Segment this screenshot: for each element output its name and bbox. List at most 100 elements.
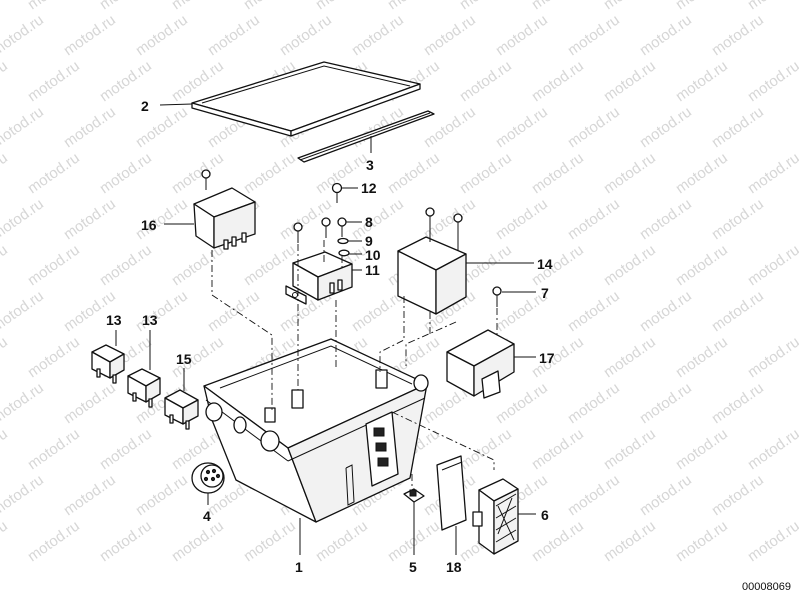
watermark-text: motod.ru (0, 379, 47, 427)
callout-16: 16 (141, 217, 157, 233)
watermark-text: motod.ru (0, 195, 47, 243)
watermark-text: motod.ru (709, 103, 767, 151)
watermark-text: motod.ru (0, 11, 47, 59)
callout-14: 14 (537, 256, 553, 272)
watermark-text: motod.ru (61, 195, 119, 243)
watermark-text: motod.ru (0, 471, 47, 519)
watermark-text: motod.ru (493, 103, 551, 151)
watermark-text: motod.ru (745, 57, 799, 105)
watermark-text: motod.ru (565, 379, 623, 427)
callout-15: 15 (176, 351, 192, 367)
watermark-text: motod.ru (529, 425, 587, 473)
watermark-text: motod.ru (385, 149, 443, 197)
part-relay-13b (127, 368, 161, 408)
watermark-text: motod.ru (241, 517, 299, 565)
part-fuse-card-18 (436, 455, 467, 531)
watermark-text: motod.ru (745, 425, 799, 473)
part-connector-4 (191, 462, 225, 494)
watermark-text: motod.ru (493, 379, 551, 427)
watermark-text: motod.ru (673, 57, 731, 105)
part-seal-strip (297, 110, 435, 163)
watermark-text: motod.ru (637, 11, 695, 59)
watermark-text: motod.ru (0, 241, 11, 289)
watermark-text: motod.ru (97, 425, 155, 473)
drawing-number: 00008069 (742, 581, 791, 593)
watermark-text: motod.ru (457, 0, 515, 13)
watermark-text: motod.ru (25, 333, 83, 381)
watermark-text: motod.ru (61, 379, 119, 427)
callout-13a: 13 (106, 312, 122, 328)
watermark-text: motod.ru (745, 333, 799, 381)
watermark-text: motod.ru (97, 149, 155, 197)
watermark-text: motod.ru (349, 11, 407, 59)
watermark-text: motod.ru (529, 517, 587, 565)
part-control-unit-14 (397, 207, 467, 315)
watermark-text: motod.ru (637, 471, 695, 519)
watermark-text: motod.ru (529, 149, 587, 197)
watermark-text: motod.ru (61, 103, 119, 151)
watermark-text: motod.ru (565, 195, 623, 243)
part-relay-16 (193, 169, 256, 250)
watermark-text: motod.ru (0, 149, 11, 197)
watermark-text: motod.ru (97, 517, 155, 565)
watermark-text: motod.ru (601, 517, 659, 565)
callout-9: 9 (365, 233, 373, 249)
watermark-text: motod.ru (745, 517, 799, 565)
callout-5: 5 (409, 559, 417, 575)
watermark-text: motod.ru (745, 0, 799, 13)
watermark-text: motod.ru (493, 195, 551, 243)
watermark-text: motod.ru (673, 149, 731, 197)
watermark-text: motod.ru (637, 379, 695, 427)
watermark-text: motod.ru (565, 11, 623, 59)
watermark-text: motod.ru (673, 425, 731, 473)
callout-13b: 13 (142, 312, 158, 328)
callout-17: 17 (539, 350, 555, 366)
part-housing-1 (203, 338, 429, 523)
callout-12: 12 (361, 180, 377, 196)
watermark-text: motod.ru (601, 0, 659, 13)
callout-8: 8 (365, 214, 373, 230)
watermark-text: motod.ru (565, 471, 623, 519)
watermark-text: motod.ru (745, 149, 799, 197)
watermark-text: motod.ru (205, 287, 263, 335)
callout-11: 11 (365, 262, 380, 278)
watermark-text: motod.ru (709, 471, 767, 519)
watermark-text: motod.ru (313, 517, 371, 565)
watermark-text: motod.ru (277, 11, 335, 59)
watermark-text: motod.ru (97, 0, 155, 13)
watermark-text: motod.ru (169, 241, 227, 289)
part-fuse-5 (403, 488, 425, 503)
callout-18: 18 (446, 559, 462, 575)
leader-lines (115, 103, 536, 555)
watermark-text: motod.ru (169, 149, 227, 197)
watermark-text: motod.ru (0, 517, 11, 565)
part-relay-15 (164, 389, 199, 430)
assembly-lines (211, 240, 498, 488)
watermark-text: motod.ru (601, 425, 659, 473)
watermark-text: motod.ru (637, 195, 695, 243)
watermark-text: motod.ru (0, 333, 11, 381)
callout-3: 3 (366, 157, 374, 173)
watermark-text: motod.ru (709, 195, 767, 243)
watermark-text: motod.ru (601, 241, 659, 289)
watermark-text: motod.ru (0, 425, 11, 473)
watermark-text: motod.ru (673, 0, 731, 13)
watermark-text: motod.ru (493, 11, 551, 59)
watermark-text: motod.ru (205, 11, 263, 59)
watermark-text: motod.ru (25, 517, 83, 565)
watermark-text: motod.ru (421, 103, 479, 151)
watermark-text: motod.ru (529, 0, 587, 13)
watermark-text: motod.ru (421, 195, 479, 243)
watermark-text: motod.ru (0, 57, 11, 105)
watermark-text: motod.ru (637, 103, 695, 151)
part-flasher-relay-11 (285, 251, 353, 305)
watermark-text: motod.ru (241, 149, 299, 197)
watermark-text: motod.ru (25, 57, 83, 105)
watermark-text: motod.ru (25, 0, 83, 13)
watermark-text: motod.ru (385, 0, 443, 13)
watermark-text: motod.ru (25, 149, 83, 197)
watermark-text: motod.ru (673, 241, 731, 289)
watermark-text: motod.ru (745, 241, 799, 289)
part-cover-lid (191, 61, 421, 137)
